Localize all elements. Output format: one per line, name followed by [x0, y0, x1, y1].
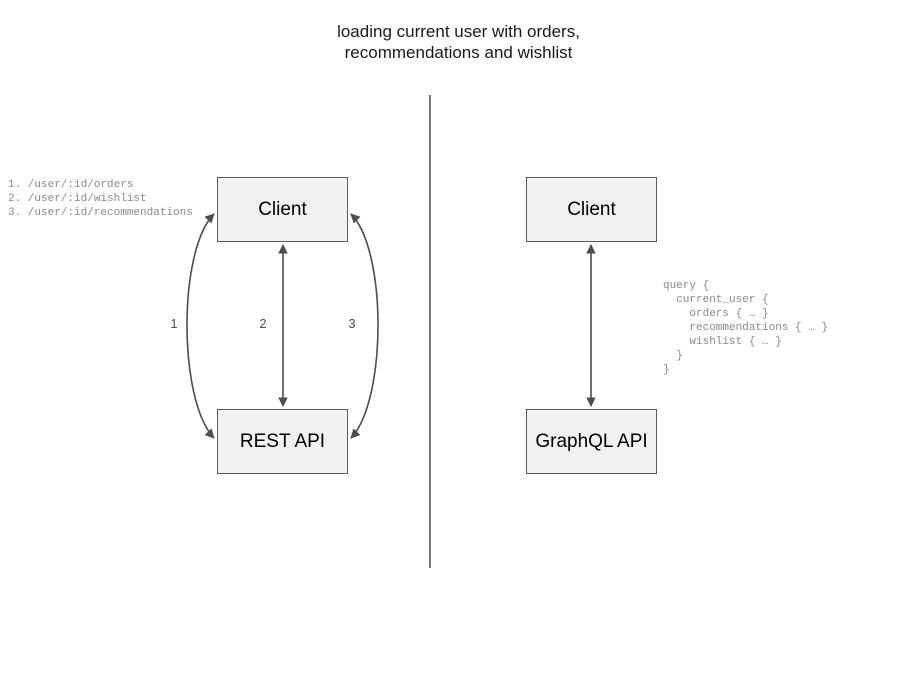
rest-endpoint-list: 1. /user/:id/orders 2. /user/:id/wishlis… — [8, 179, 193, 219]
page-title: loading current user with orders, recomm… — [337, 22, 580, 62]
node-graphql-api[interactable]: GraphQL API — [526, 409, 657, 474]
edge-1-curve — [186, 213, 215, 439]
node-rest-api-label: REST API — [239, 430, 326, 452]
node-client-rest-label: Client — [258, 198, 307, 220]
graphql-query-snippet: query { current_user { orders { … } reco… — [663, 280, 829, 376]
edge-label-1: 1 — [170, 316, 178, 331]
node-client-graphql[interactable]: Client — [526, 177, 657, 242]
node-client-graphql-label: Client — [567, 198, 616, 220]
edge-label-2: 2 — [259, 316, 267, 331]
node-client-rest[interactable]: Client — [217, 177, 348, 242]
node-rest-api[interactable]: REST API — [217, 409, 348, 474]
edge-label-3: 3 — [348, 316, 356, 331]
node-graphql-api-label: GraphQL API — [535, 430, 648, 452]
edge-3-curve — [350, 213, 379, 439]
